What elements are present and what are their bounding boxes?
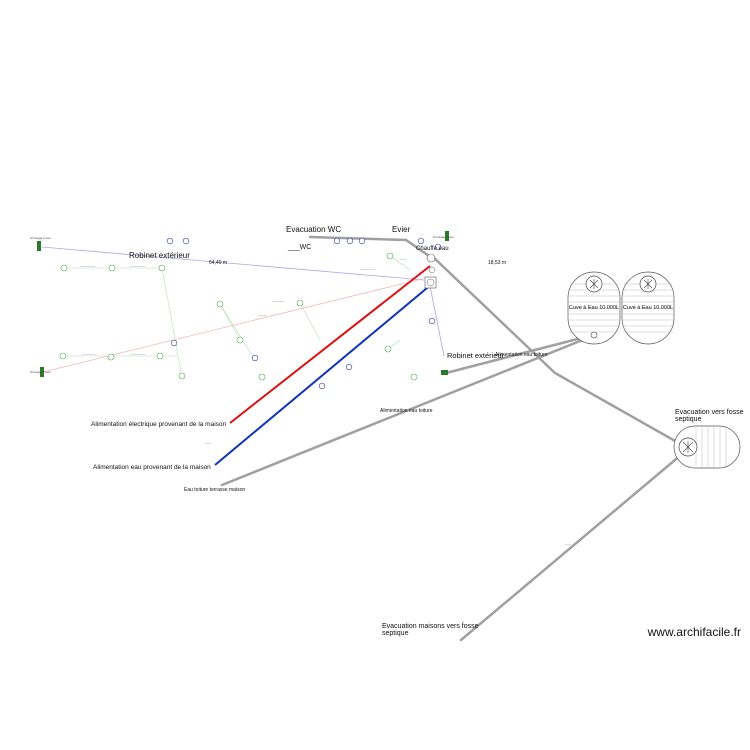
outlet-icon: [434, 243, 442, 251]
outlet-icon: [182, 237, 190, 245]
faucet-icon: [441, 370, 448, 375]
tank-2-label: Cuve à Eau 10.000L: [623, 305, 673, 311]
sprinkler-icon: [236, 336, 244, 344]
sprinkler-icon: [60, 264, 68, 272]
faucet-icon: [37, 241, 41, 251]
label-alim-elec: Alimentation électrique provenant de la …: [91, 421, 227, 428]
sprinkler-icon: [108, 264, 116, 272]
label-robinet-small-3: Arrosage 3 eau: [433, 235, 454, 239]
sprinkler-icon: [156, 352, 164, 360]
sprinkler-icon: [386, 252, 394, 260]
svg-text:—————: —————: [82, 352, 97, 356]
drain-lines: [220, 235, 690, 642]
faucet-icon: [445, 231, 449, 241]
svg-text:———: ———: [258, 313, 267, 317]
outlet-icon: [251, 354, 259, 362]
sprinkler-icon: [258, 373, 266, 381]
small-annotations: ————— ————— ————— ————— ———— ——— —— ————…: [80, 257, 571, 546]
label-wc: ___WC: [287, 244, 311, 251]
electric-line: [229, 265, 431, 424]
label-robinet-small-2: Arrosage 2 eau: [30, 370, 51, 374]
label-evacuation-wc: Evacuation WC: [286, 225, 341, 234]
sprinkler-icon: [158, 264, 166, 272]
label-eau-toiture-terrasse: Eau toiture terrasse maison: [184, 487, 245, 493]
water-tank-2: Cuve à Eau 10.000L: [621, 271, 675, 345]
sprinkler-icon: [178, 372, 186, 380]
faucet-icon: [40, 367, 44, 377]
svg-text:—————: —————: [80, 264, 95, 268]
sprinkler-icon: [410, 373, 418, 381]
label-evac-maisons-1: Evacuation maisons vers fosse: [382, 623, 479, 630]
label-alim-toiture-mid: Alimentation eau toiture: [380, 408, 433, 414]
tank-1-label: Cuve à Eau 10.000L: [569, 305, 619, 311]
outlet-icon: [170, 339, 178, 347]
outlet-icon: [417, 237, 425, 245]
outlet-icon: [333, 237, 341, 245]
outlet-icon: [358, 237, 366, 245]
sprinkler-icon: [107, 353, 115, 361]
sprinklers: [59, 252, 418, 381]
outlet-icon: [318, 382, 326, 390]
outlet-icon: [345, 363, 353, 371]
svg-text:——: ——: [565, 542, 571, 546]
svg-text:——: ——: [205, 441, 211, 445]
label-chauffe-eau: Chauffe eau: [416, 246, 449, 252]
label-robinet-exterieur-1: Robinet extérieur: [129, 251, 190, 260]
sprinkler-icon: [216, 300, 224, 308]
outlet-icon: [428, 317, 436, 325]
watermark: www.archifacile.fr: [647, 625, 741, 639]
septic-tank: [673, 425, 741, 469]
label-dimension-1: 64,49 m: [209, 260, 227, 266]
water-heater: [424, 253, 437, 289]
water-tank-1: Cuve à Eau 10.000L: [567, 271, 621, 345]
svg-text:—————: —————: [130, 352, 145, 356]
sprinkler-icon: [296, 299, 304, 307]
outlets: [166, 237, 442, 390]
label-evac-maisons-2: septique: [382, 630, 409, 637]
supply-pipe-right: [429, 285, 445, 357]
label-alim-eau: Alimentation eau provenant de la maison: [93, 464, 211, 471]
sprinkler-icon: [384, 345, 392, 353]
label-robinet-exterieur-2: Robinet extérieur: [447, 351, 505, 360]
outlet-icon: [346, 237, 354, 245]
svg-text:————: ————: [272, 299, 284, 303]
sprinkler-icon: [59, 352, 67, 360]
label-alim-toiture-right: Alimentation eau toiture: [495, 352, 548, 358]
svg-text:—————: —————: [130, 264, 145, 268]
svg-text:——: ——: [400, 257, 406, 261]
label-evac-fosse-2: septique: [675, 416, 702, 423]
label-robinet-small-1: Arrosage 2 eau: [30, 236, 51, 240]
outlet-icon: [166, 237, 174, 245]
label-evier: Evier: [392, 225, 411, 234]
svg-text:—————: —————: [360, 267, 375, 271]
pink-line: [42, 278, 423, 373]
label-dimension-2: 18,53 m: [488, 260, 506, 266]
water-line: [214, 282, 434, 466]
supply-pipe-left: [41, 246, 425, 281]
faucets: [37, 231, 449, 377]
label-evac-fosse-1: Evacuation vers fosse: [675, 409, 744, 416]
